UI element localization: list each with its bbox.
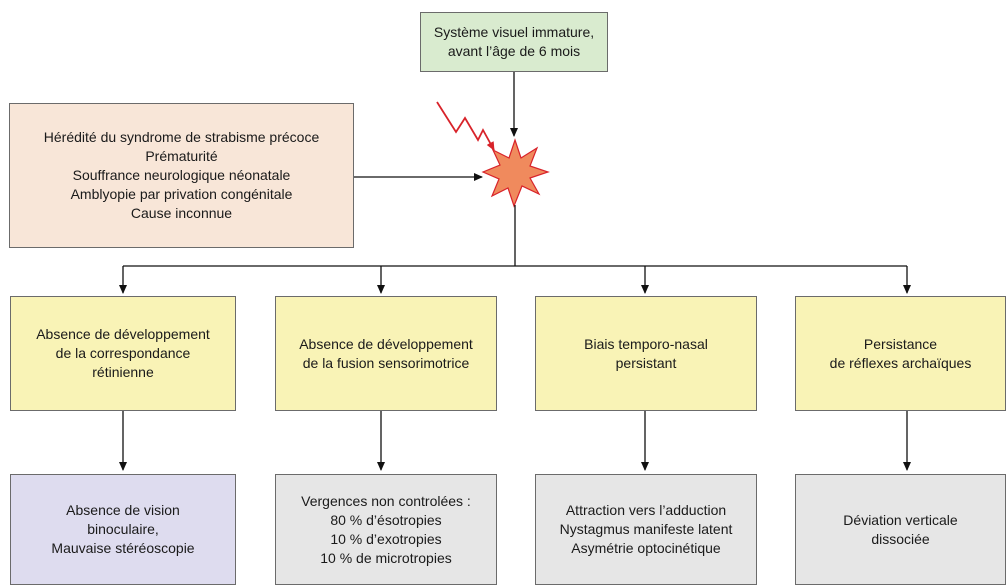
- cause-line-5: Cause inconnue: [130, 205, 233, 221]
- mechanism-1-line-1: Absence de développement: [36, 326, 210, 342]
- consequence-box-binocular-vision: Absence de vision binoculaire, Mauvaise …: [10, 474, 236, 585]
- consequence-2-line-4: 10 % de microtropies: [320, 549, 452, 566]
- mechanism-3-line-2: persistant: [615, 354, 677, 371]
- consequence-2-line-3: 10 % d’exotropies: [330, 530, 442, 547]
- consequence-3-line-1: Attraction vers l’adduction: [565, 502, 727, 518]
- top-box-immature-visual-system: Système visuel immature, avant l’âge de …: [420, 12, 608, 72]
- mechanism-box-sensorimotor-fusion: Absence de développement de la fusion se…: [275, 296, 497, 411]
- consequence-3-line-3: Asymétrie optocinétique: [571, 540, 721, 556]
- cause-line-1: Hérédité du syndrome de strabisme précoc…: [43, 129, 320, 145]
- mechanism-box-temporo-nasal-bias: Biais temporo-nasal persistant: [535, 296, 757, 411]
- mechanism-2-line-2: de la fusion sensorimotrice: [302, 354, 470, 371]
- consequence-4-line-1: Déviation verticale: [843, 511, 958, 528]
- mechanism-1-line-3: rétinienne: [92, 364, 154, 380]
- top-box-line-2: avant l’âge de 6 mois: [447, 43, 581, 59]
- mechanism-box-archaic-reflexes: Persistance de réflexes archaïques: [795, 296, 1006, 411]
- consequence-1-line-1: Absence de vision: [66, 502, 180, 518]
- consequence-box-dissociated-vertical-deviation: Déviation verticale dissociée: [795, 474, 1006, 585]
- lightning-icon: [436, 101, 495, 151]
- burst-icon: [481, 138, 550, 208]
- consequence-4-line-2: dissociée: [871, 530, 930, 547]
- consequence-box-adduction-nystagmus: Attraction vers l’adduction Nystagmus ma…: [535, 474, 757, 585]
- cause-line-4: Amblyopie par privation congénitale: [70, 186, 293, 202]
- top-box-line-1: Système visuel immature,: [433, 24, 595, 40]
- consequence-2-line-2: 80 % d’ésotropies: [330, 511, 442, 528]
- mechanism-4-line-2: de réflexes archaïques: [829, 354, 972, 371]
- consequence-2-line-1: Vergences non controlées :: [301, 492, 471, 509]
- mechanism-2-line-1: Absence de développement: [299, 335, 473, 352]
- mechanism-3-line-1: Biais temporo-nasal: [584, 335, 708, 352]
- cause-line-2: Prématurité: [145, 148, 218, 164]
- consequence-3-line-2: Nystagmus manifeste latent: [559, 521, 733, 537]
- consequence-1-line-2: binoculaire,: [87, 521, 159, 537]
- mechanism-1-line-2: de la correspondance: [55, 345, 191, 361]
- mechanism-box-retinal-correspondence: Absence de développement de la correspon…: [10, 296, 236, 411]
- cause-line-3: Souffrance neurologique néonatale: [72, 167, 291, 183]
- mechanism-4-line-1: Persistance: [863, 335, 938, 352]
- consequence-1-line-3: Mauvaise stéréoscopie: [51, 540, 195, 556]
- consequence-box-uncontrolled-vergences: Vergences non controlées : 80 % d’ésotro…: [275, 474, 497, 585]
- causes-box: Hérédité du syndrome de strabisme précoc…: [9, 103, 354, 248]
